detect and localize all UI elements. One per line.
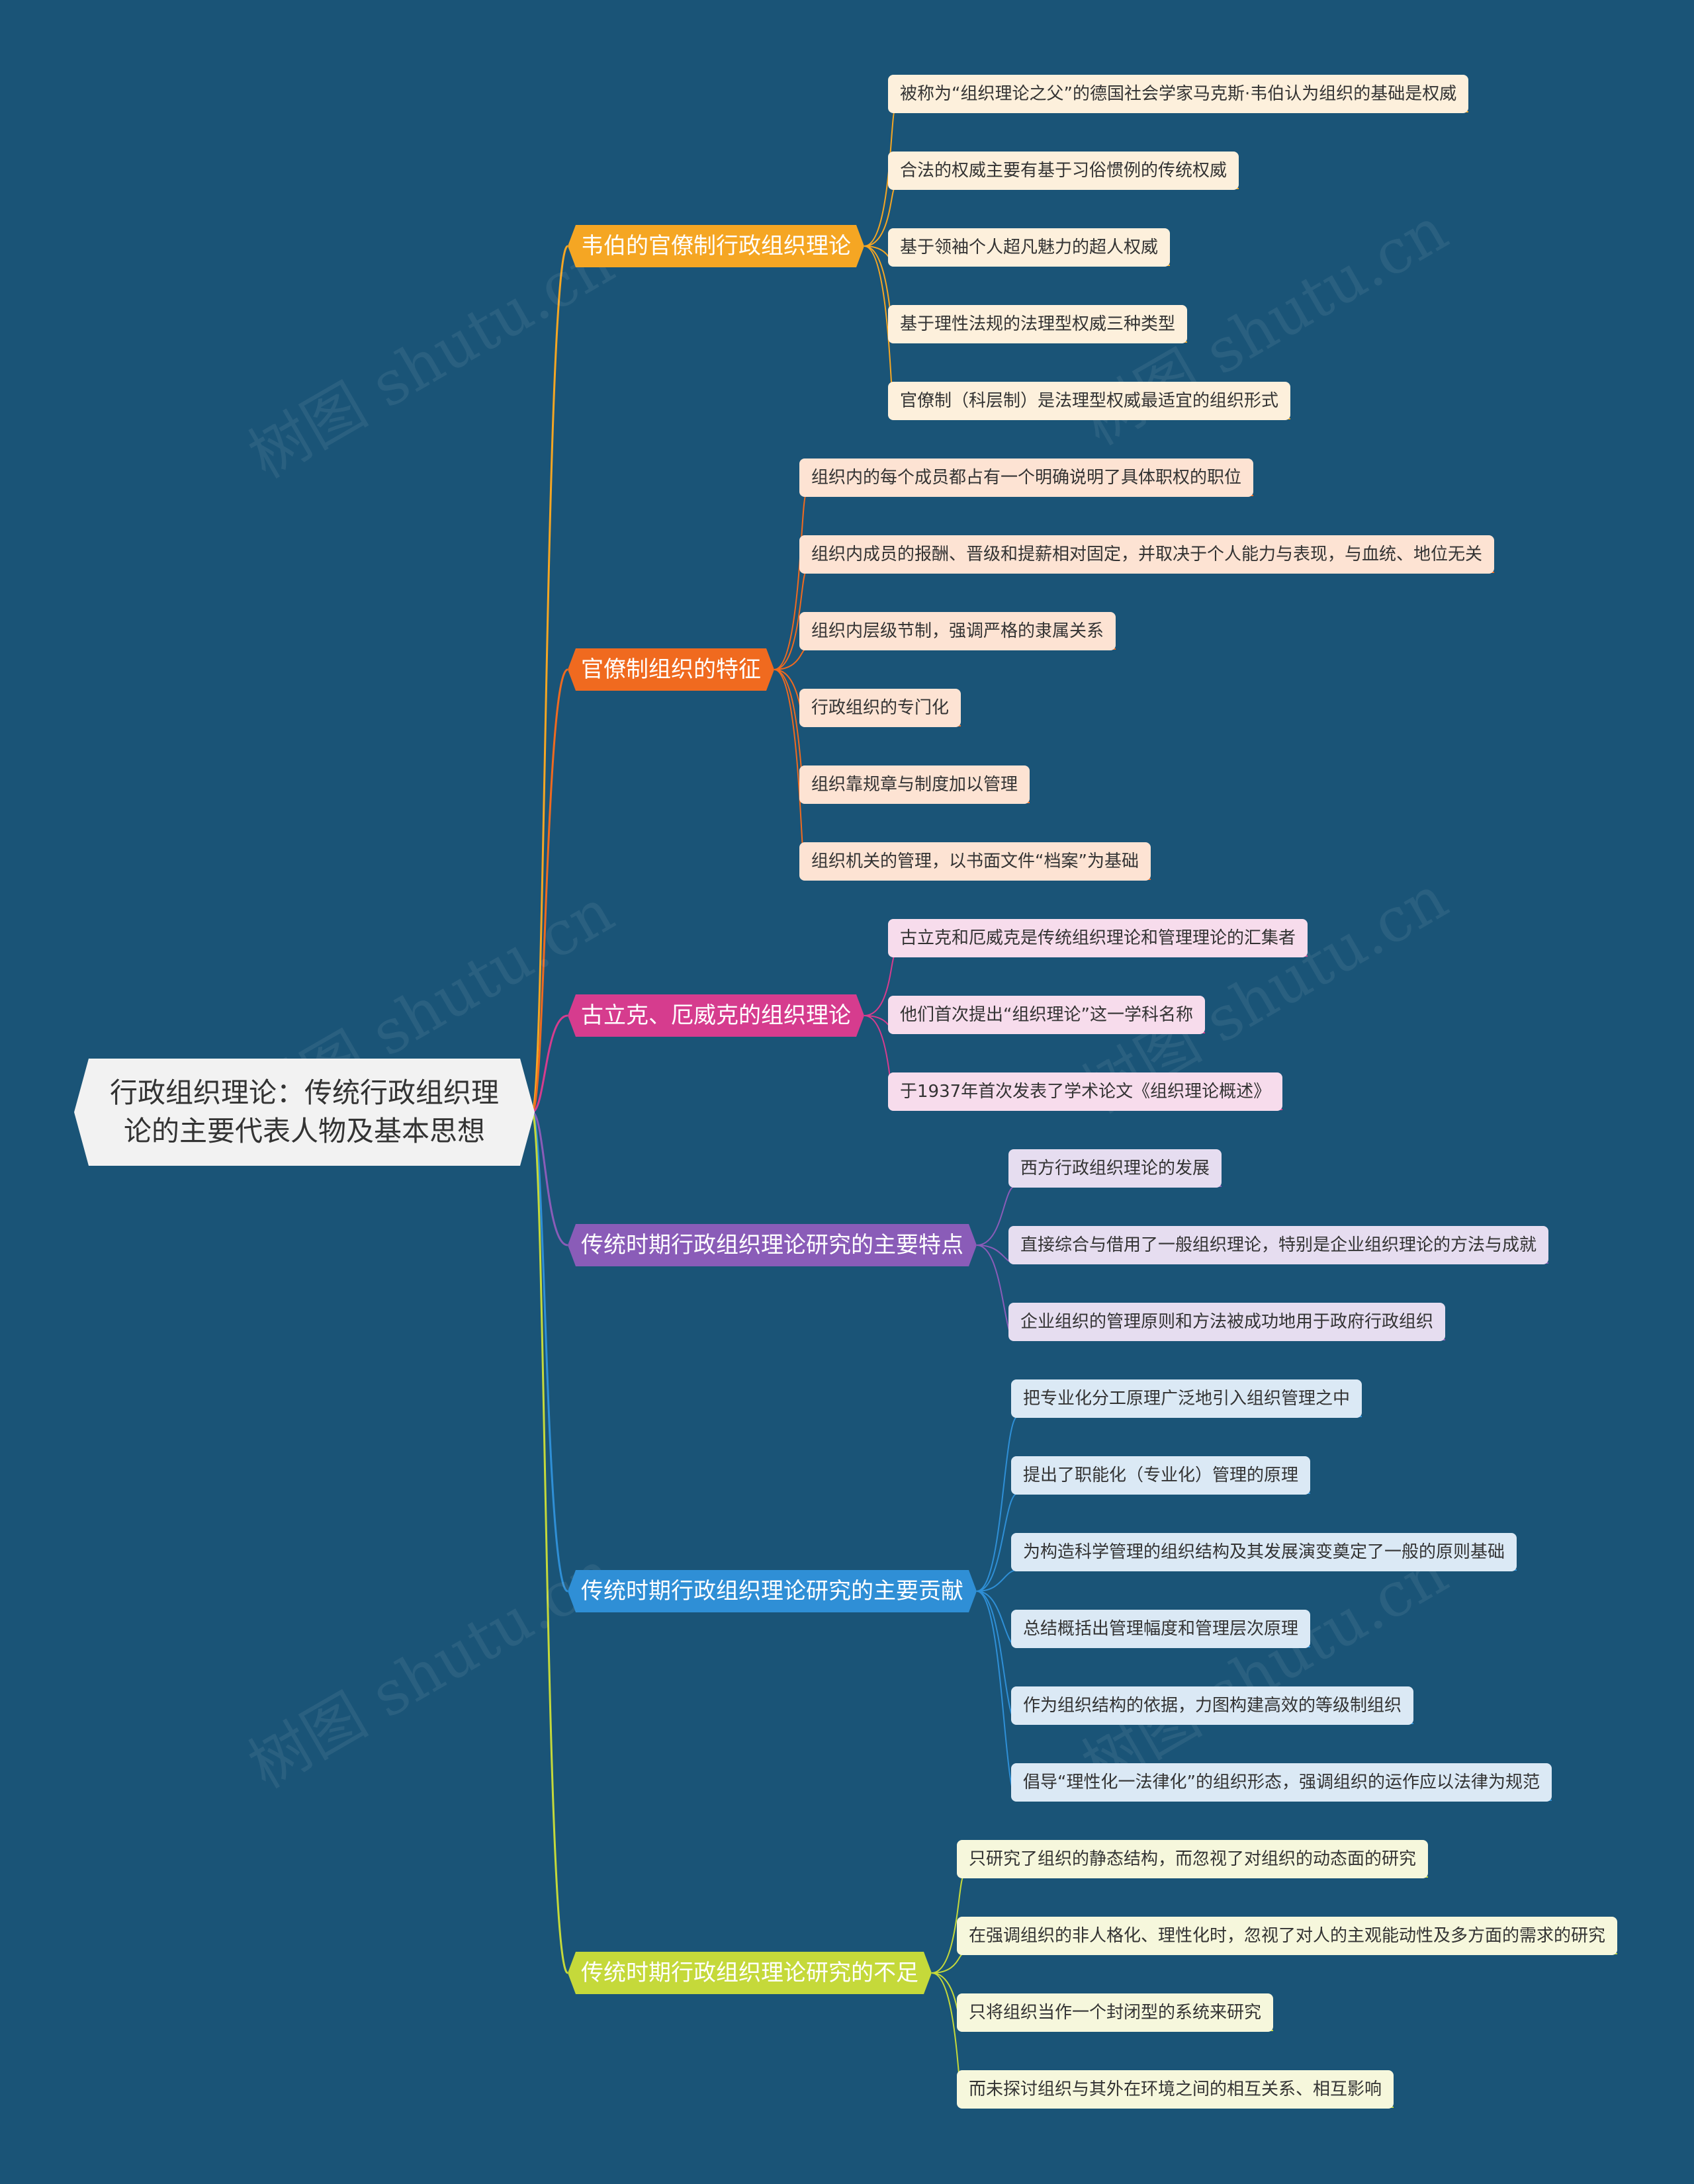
- leaf-node[interactable]: 官僚制（科层制）是法理型权威最适宜的组织形式: [888, 382, 1291, 420]
- leaf-node[interactable]: 而未探讨组织与其外在环境之间的相互关系、相互影响: [957, 2070, 1394, 2109]
- leaf-node[interactable]: 于1937年首次发表了学术论文《组织理论概述》: [888, 1072, 1283, 1111]
- leaf-node[interactable]: 只将组织当作一个封闭型的系统来研究: [957, 1993, 1274, 2032]
- leaf-node[interactable]: 基于理性法规的法理型权威三种类型: [888, 305, 1188, 343]
- leaf-node[interactable]: 提出了职能化（专业化）管理的原理: [1011, 1456, 1311, 1495]
- leaf-node[interactable]: 作为组织结构的依据，力图构建高效的等级制组织: [1011, 1686, 1414, 1725]
- branch-bureaucracy-features[interactable]: 官僚制组织的特征: [568, 648, 774, 691]
- root-topic[interactable]: 行政组织理论：传统行政组织理论的主要代表人物及基本思想: [74, 1059, 535, 1166]
- leaf-node[interactable]: 把专业化分工原理广泛地引入组织管理之中: [1011, 1379, 1362, 1418]
- leaf-node[interactable]: 合法的权威主要有基于习俗惯例的传统权威: [888, 152, 1239, 190]
- leaf-node[interactable]: 他们首次提出“组织理论”这一学科名称: [888, 996, 1205, 1034]
- leaf-node[interactable]: 为构造科学管理的组织结构及其发展演变奠定了一般的原则基础: [1011, 1533, 1517, 1571]
- leaf-node[interactable]: 只研究了组织的静态结构，而忽视了对组织的动态面的研究: [957, 1840, 1429, 1878]
- branch-weber-bureaucracy[interactable]: 韦伯的官僚制行政组织理论: [568, 225, 864, 267]
- leaf-node[interactable]: 企业组织的管理原则和方法被成功地用于政府行政组织: [1008, 1303, 1446, 1341]
- leaf-node[interactable]: 被称为“组织理论之父”的德国社会学家马克斯·韦伯认为组织的基础是权威: [888, 75, 1469, 113]
- leaf-node[interactable]: 古立克和厄威克是传统组织理论和管理理论的汇集者: [888, 919, 1308, 957]
- branch-shortcomings[interactable]: 传统时期行政组织理论研究的不足: [568, 1952, 932, 1994]
- leaf-node[interactable]: 总结概括出管理幅度和管理层次原理: [1011, 1610, 1311, 1648]
- branch-main-characteristics[interactable]: 传统时期行政组织理论研究的主要特点: [568, 1224, 977, 1266]
- branch-main-contributions[interactable]: 传统时期行政组织理论研究的主要贡献: [568, 1570, 977, 1612]
- leaf-node[interactable]: 行政组织的专门化: [799, 689, 961, 727]
- leaf-node[interactable]: 组织内的每个成员都占有一个明确说明了具体职权的职位: [799, 459, 1254, 497]
- leaf-node[interactable]: 组织机关的管理，以书面文件“档案”为基础: [799, 842, 1151, 881]
- leaf-node[interactable]: 组织内成员的报酬、晋级和提薪相对固定，并取决于个人能力与表现，与血统、地位无关: [799, 535, 1495, 574]
- leaf-node[interactable]: 组织靠规章与制度加以管理: [799, 765, 1030, 804]
- branch-gulick-urwick[interactable]: 古立克、厄威克的组织理论: [568, 994, 864, 1037]
- leaf-node[interactable]: 西方行政组织理论的发展: [1008, 1149, 1222, 1188]
- leaf-node[interactable]: 直接综合与借用了一般组织理论，特别是企业组织理论的方法与成就: [1008, 1226, 1549, 1264]
- leaf-node[interactable]: 倡导“理性化一法律化”的组织形态，强调组织的运作应以法律为规范: [1011, 1763, 1552, 1802]
- leaf-node[interactable]: 在强调组织的非人格化、理性化时，忽视了对人的主观能动性及多方面的需求的研究: [957, 1917, 1618, 1955]
- leaf-node[interactable]: 基于领袖个人超凡魅力的超人权威: [888, 228, 1171, 267]
- leaf-node[interactable]: 组织内层级节制，强调严格的隶属关系: [799, 612, 1116, 650]
